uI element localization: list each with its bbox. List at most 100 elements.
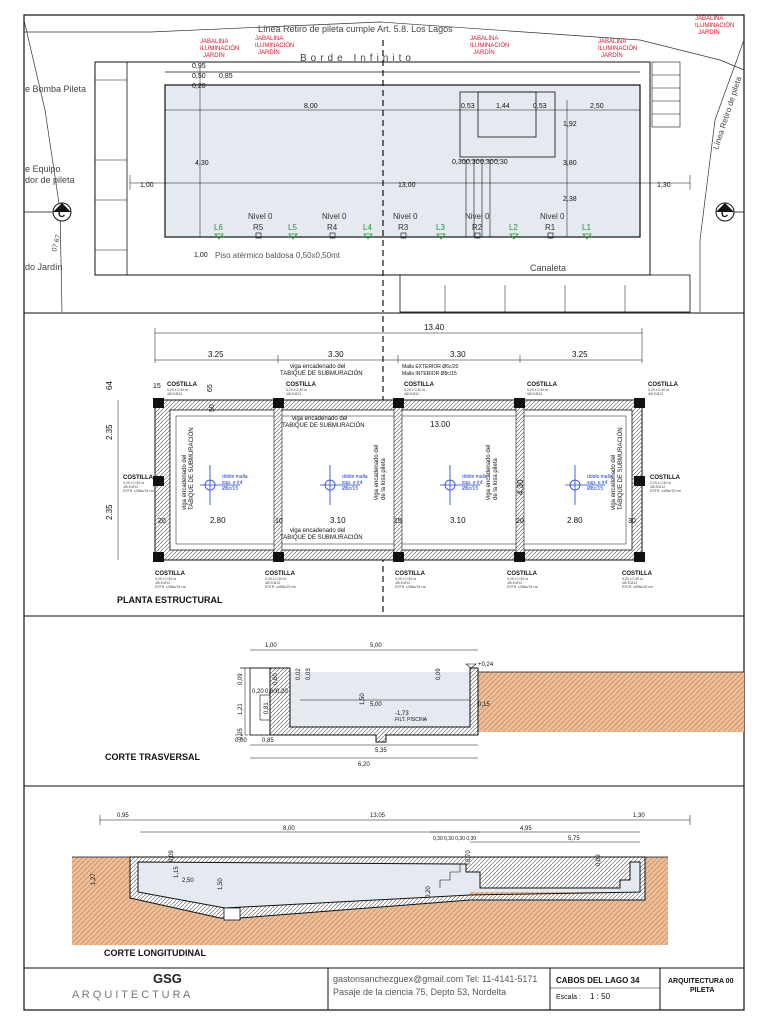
rib-left: COSTILLA xyxy=(123,475,154,481)
light-L4: L4 xyxy=(363,223,372,232)
struct-bottom-1: 2.80 xyxy=(210,516,226,525)
cross-d009: 0,09 xyxy=(238,673,244,685)
dim-053a: 0,53 xyxy=(461,103,475,110)
deck-stairs xyxy=(651,61,681,128)
beam-mid-2: TABIQUE DE SUBMURACIÓN xyxy=(282,422,365,429)
address-line: Pasaje de la ciencia 75, Depto 53, Norde… xyxy=(333,987,506,997)
struct-h3: 4.30 xyxy=(516,479,525,495)
dim-030c: 0,30 xyxy=(480,159,494,166)
long-d1305: 13,05 xyxy=(370,813,386,819)
rib-bottom-1: COSTILLA xyxy=(155,571,186,577)
rib-top-1: COSTILLA xyxy=(167,382,198,388)
struct-small-8: 30 xyxy=(628,518,636,525)
lamp-4-line2: ILUMINACIÓN xyxy=(598,45,637,52)
cross-d020: 0,20 xyxy=(252,689,264,695)
rib-bottom-2: COSTILLA xyxy=(265,571,296,577)
rib-bottom-3: COSTILLA xyxy=(395,571,426,577)
rib-d-rc: ESTR. c/Ø6c/15 cm xyxy=(650,489,681,493)
rib-d-2b: 4Ø 8 Ø12 xyxy=(286,392,301,396)
rib-d-lc: ESTR. c/Ø6c/15 cm xyxy=(123,489,154,493)
struct-small-1: 15 xyxy=(153,383,161,390)
slab-3-label-1: doble malla xyxy=(462,474,488,480)
cross-d150: 1,50 xyxy=(360,693,366,705)
rib-d-b2c: ESTR. c/Ø6c/15 cm xyxy=(265,585,296,589)
lamp-1-line3: JARDÍN xyxy=(203,52,225,59)
rib-d-la: 0,20 x 0,30 m xyxy=(123,481,144,485)
structural-dimension-text: 13.40 3.25 3.30 3.30 3.25 13.00 2.80 3.1… xyxy=(105,323,636,525)
struct-inner-len: 13.00 xyxy=(430,420,451,429)
struct-bottom-3: 3.10 xyxy=(450,516,466,525)
long-steps xyxy=(439,863,470,888)
cross-d620: 6,20 xyxy=(358,762,370,768)
sheet-frame xyxy=(23,14,745,1011)
long-d130: 1,30 xyxy=(633,813,645,819)
dim-050: 0,50 xyxy=(192,73,206,80)
rib-d-ra: 0,20 x 0,30 m xyxy=(650,481,671,485)
dim-020: 0,20 xyxy=(192,83,206,90)
struct-h2: 2.35 xyxy=(105,504,114,520)
dim-800: 8,00 xyxy=(304,103,318,110)
struct-bottom-4: 2.80 xyxy=(567,516,583,525)
dim-238: 2,38 xyxy=(563,196,577,203)
return-R1: R1 xyxy=(545,223,556,232)
lamp-2-line3: JARDÍN xyxy=(258,49,280,56)
long-d495: 4,95 xyxy=(520,826,532,832)
struct-small-4: 20 xyxy=(158,518,166,525)
pump-label: e Bomba Pileta xyxy=(25,84,86,94)
rib-d-2a: 0,20 x 0,30 m xyxy=(286,388,307,392)
rib-d-3b: 4Ø 8 Ø12 xyxy=(404,392,419,396)
beam-v-4b: TABIQUE DE SUBMURACIÓN xyxy=(617,427,624,510)
return-R4: R4 xyxy=(327,223,338,232)
struct-total: 13.40 xyxy=(424,323,445,332)
cross-dimension-text: 1,00 5,00 5,00 0,85 5,35 6,20 0,20 0,60 … xyxy=(235,643,494,768)
plan-dimension-text: 0,95 0,50 0,85 0,20 8,00 0,53 1,44 0,53 … xyxy=(140,63,671,259)
cross-d173: -1,73 xyxy=(395,711,409,717)
long-dimension-text: 0,95 13,05 1,30 8,00 4,95 5,75 0,30 0,30… xyxy=(91,813,645,898)
dim-1300: 13,00 xyxy=(398,182,416,189)
rib-d-4b: 4Ø 8 Ø12 xyxy=(527,392,542,396)
cross-d002: 0,02 xyxy=(296,668,302,680)
mesh-int: Malla INTERIOR Ø8c/15 xyxy=(402,371,457,377)
beam-labels: viga encadenado del TABIQUE DE SUBMURACI… xyxy=(182,364,624,541)
struct-d64: 64 xyxy=(105,381,114,390)
long-d127: 1,27 xyxy=(91,873,97,885)
cross-d060b: 0,60 xyxy=(273,673,279,685)
cross-filter: FILT. PISCINA xyxy=(395,717,428,723)
light-markers xyxy=(214,233,592,240)
long-d150: 1,50 xyxy=(218,878,224,890)
beam-v-4a: viga encadenado del xyxy=(611,455,617,510)
light-L5: L5 xyxy=(288,223,297,232)
return-R3: R3 xyxy=(398,223,409,232)
sheet-code: ARQUITECTURA 00 xyxy=(668,978,734,985)
canal-label: Canaleta xyxy=(530,263,566,273)
cross-d500t: 5,00 xyxy=(370,643,382,649)
contact-line: gastonsanchezguex@gmail.com Tel: 11-4141… xyxy=(333,974,537,984)
section-mark-right-label: C xyxy=(721,209,728,220)
pool-lights: L6 L5 L4 L3 L2 L1 xyxy=(214,223,591,232)
slab-4-label-1: doble malla xyxy=(587,474,613,480)
setback-note: Línea Retiro de pileta cumple Art. 5.8. … xyxy=(258,24,453,34)
rib-d-b2a: 0,20 x 0,30 m xyxy=(265,577,286,581)
long-d250: 2,50 xyxy=(182,878,194,884)
lamp-2-line2: ILUMINACIÓN xyxy=(255,42,294,49)
cross-d024: +0,24 xyxy=(478,662,494,668)
slab-reinforcement xyxy=(200,465,605,505)
lamp-4-line1: JABALINA xyxy=(598,39,626,45)
rib-top-2: COSTILLA xyxy=(286,382,317,388)
rib-d-b5b: 4Ø 8 Ø12 xyxy=(622,581,637,585)
structural-plan: doble malla sup. e inf. Ø8c/15 doble mal… xyxy=(105,316,681,614)
dim-130: 1,30 xyxy=(657,182,671,189)
rib-details: 0,20 x 0,30 m 4Ø 8 Ø12 0,20 x 0,30 m 4Ø … xyxy=(123,388,681,589)
scale-label: Escala : xyxy=(556,994,581,1001)
beam-v-3b: de la losa pileta xyxy=(493,458,499,500)
lamp-5-line1: JABALINA xyxy=(695,16,723,22)
dim-430: 4,30 xyxy=(195,160,209,167)
cross-d121: 1,21 xyxy=(238,703,244,715)
rib-d-4a: 0,20 x 0,30 m xyxy=(527,388,548,392)
rib-d-b2b: 4Ø 8 Ø12 xyxy=(265,581,280,585)
slab-4-label-3: Ø8c/15 xyxy=(587,486,603,492)
level-5: Nivel 0 xyxy=(540,212,565,221)
equip-label-1: e Equipo xyxy=(25,164,61,174)
cross-d060: 0,60 xyxy=(265,689,277,695)
